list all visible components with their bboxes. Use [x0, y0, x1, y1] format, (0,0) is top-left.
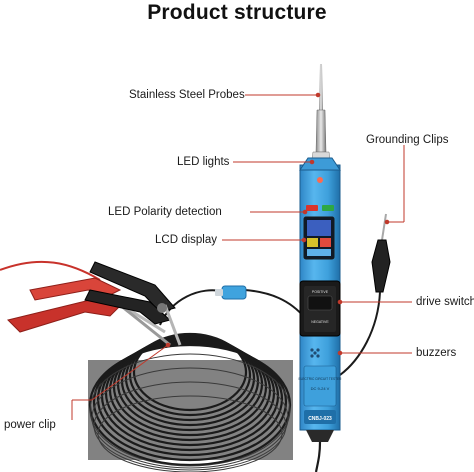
label-buzzers: buzzers [416, 347, 457, 359]
stainless-probe-icon [310, 64, 332, 166]
switch-positive-text: POSITIVE [312, 290, 329, 294]
label-drive-switch: drive switch [416, 296, 474, 308]
label-power-clip: power clip [4, 419, 56, 431]
cable-shadow [88, 360, 293, 460]
tester-body-icon [299, 157, 341, 472]
label-grounding-clips: Grounding Clips [366, 134, 449, 146]
switch-negative-text: NEGATIVE [311, 320, 329, 324]
black-power-clip-icon [84, 261, 182, 346]
label-stainless-probes: Stainless Steel Probes [129, 89, 245, 101]
device-name-text: ELECTRIC CIRCUIT TESTER [299, 377, 343, 381]
label-led-polarity: LED Polarity detection [108, 206, 222, 218]
label-led-lights: LED lights [177, 156, 230, 168]
red-wire [0, 260, 101, 281]
buzzer-icon [310, 348, 320, 358]
cable-connector-icon [215, 285, 247, 300]
grounding-clip-icon [339, 213, 391, 376]
device-model-text: CNBJ-023 [308, 416, 332, 422]
callout-pointers [71, 92, 412, 420]
device-voltage-text: DC 9-24 V [311, 386, 330, 391]
label-lcd-display: LCD display [155, 234, 217, 246]
page-title: Product structure [147, 1, 327, 24]
red-power-clip-icon [7, 277, 171, 347]
